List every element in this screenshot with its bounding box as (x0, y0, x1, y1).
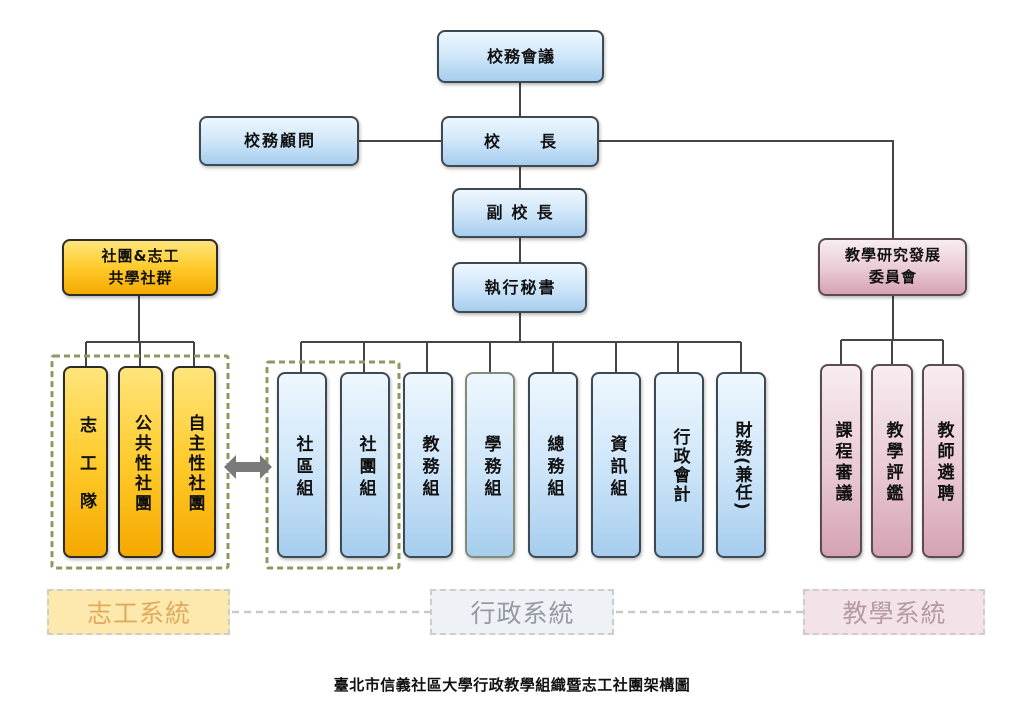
admin-accounting-label: 行政會計 (669, 428, 690, 504)
general-affairs-column: 總務組 (528, 372, 578, 558)
advisor-label: 校務顧問 (243, 131, 316, 150)
curriculum-review-label: 課程審議 (831, 421, 852, 505)
admin-system-label-box: 行政系統 (430, 589, 614, 635)
teaching-committee-box: 教學研究發展 委員會 (818, 238, 967, 296)
teacher-hiring-label: 教師遴聘 (933, 421, 954, 505)
finance-column: 財務(兼任) (716, 372, 766, 558)
connector-line (599, 140, 894, 238)
academic-section-label: 教務組 (418, 434, 439, 501)
club-volunteer-group-box: 社團&志工 共學社群 (62, 239, 218, 296)
teaching-system-label: 教學系統 (842, 599, 947, 628)
academic-section-column: 教務組 (403, 372, 453, 558)
vice-principal-box: 副校長 (452, 188, 587, 238)
teacher-hiring-column: 教師遴聘 (922, 364, 964, 558)
finance-label: 財務(兼任) (731, 420, 752, 511)
teaching-committee-line1: 教學研究發展 (844, 246, 941, 265)
club-volunteer-group-line1: 社團&志工 (101, 246, 180, 265)
it-section-label: 資訊組 (606, 434, 627, 501)
community-section-column: 社區組 (277, 372, 327, 558)
teaching-committee-line2: 委員會 (868, 268, 917, 286)
autonomous-club-label: 自主性社團 (184, 413, 205, 514)
executive-secretary-label: 執行秘書 (484, 277, 557, 297)
curriculum-review-column: 課程審議 (820, 364, 862, 558)
teaching-evaluation-column: 教學評鑑 (871, 364, 913, 558)
principal-label: 校長 (483, 131, 596, 151)
school-council-box: 校務會議 (437, 30, 604, 83)
public-club-label: 公共性社團 (131, 413, 151, 514)
general-affairs-label: 總務組 (543, 434, 564, 501)
volunteer-system-label-box: 志工系統 (47, 589, 230, 635)
club-dashed-group (265, 360, 401, 570)
diagram-caption: 臺北市信義社區大學行政教學組織暨志工社團架構圖 (333, 676, 691, 694)
executive-secretary-box: 執行秘書 (452, 262, 587, 313)
advisor-box: 校務顧問 (199, 116, 359, 166)
admin-system-label: 行政系統 (470, 599, 575, 628)
student-affairs-label: 學務組 (480, 434, 501, 501)
student-affairs-column: 學務組 (465, 372, 515, 558)
club-volunteer-group-line2: 共學社群 (108, 268, 173, 287)
admin-accounting-column: 行政會計 (654, 372, 704, 558)
community-section-label: 社區組 (292, 434, 313, 501)
club-section-column: 社團組 (340, 372, 390, 558)
school-council-label: 校務會議 (486, 46, 555, 66)
autonomous-club-column: 自主性社團 (172, 366, 216, 558)
principal-box: 校長 (441, 116, 599, 167)
volunteer-dashed-group (50, 354, 230, 570)
club-section-label: 社團組 (355, 434, 376, 501)
volunteer-team-label: 志工隊 (76, 415, 96, 530)
volunteer-team-column: 志工隊 (63, 366, 108, 558)
teaching-evaluation-label: 教學評鑑 (882, 421, 903, 505)
volunteer-system-label: 志工系統 (86, 599, 191, 628)
teaching-system-label-box: 教學系統 (803, 589, 985, 635)
it-section-column: 資訊組 (591, 372, 641, 558)
double-arrow-icon (224, 455, 272, 479)
public-club-column: 公共性社團 (118, 366, 163, 558)
vice-principal-label: 副校長 (486, 203, 562, 222)
